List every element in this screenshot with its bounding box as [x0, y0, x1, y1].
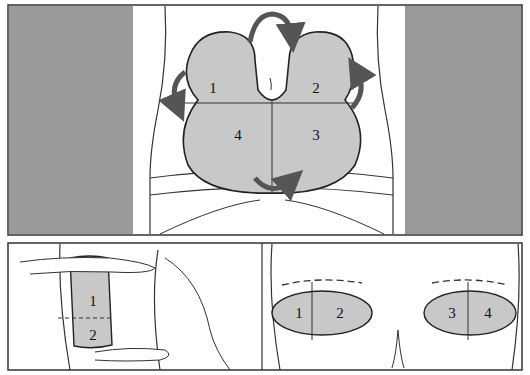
callout-number: 1 — [295, 306, 303, 321]
callout-number: 2 — [312, 81, 320, 96]
callout-number: 2 — [336, 306, 344, 321]
callout-number: 1 — [209, 81, 217, 96]
callout-number: 1 — [89, 294, 97, 309]
callout-number: 3 — [312, 128, 320, 143]
callout-number: 4 — [484, 306, 492, 321]
callout-number: 3 — [448, 306, 456, 321]
callout-number: 2 — [89, 328, 97, 343]
callout-number: 4 — [234, 128, 242, 143]
